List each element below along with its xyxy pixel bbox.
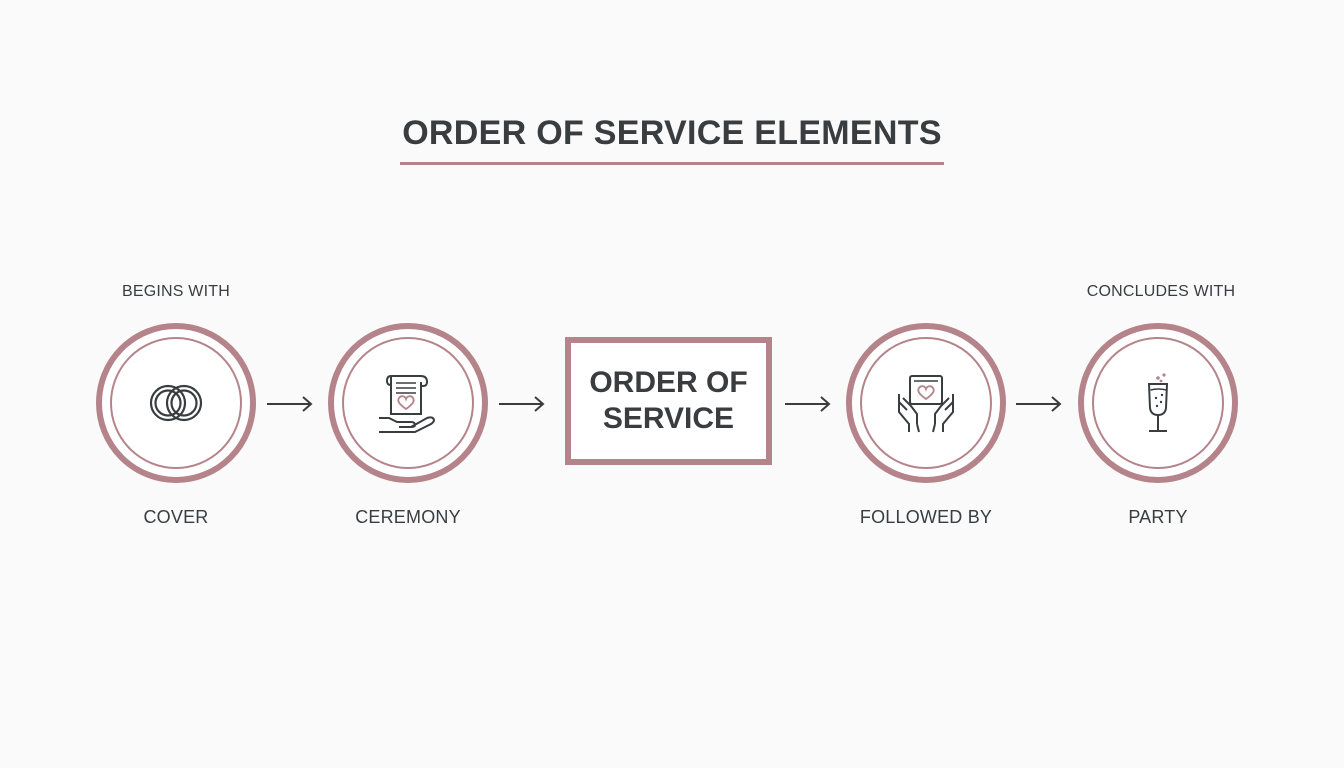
center-line-2: SERVICE [602,402,735,435]
party-node [1078,323,1238,483]
ceremony-label: CEREMONY [355,507,461,527]
cover-node [96,323,256,483]
scroll-heart-hand-icon [379,375,436,433]
wedding-rings-icon [149,384,203,422]
cover-node-inner-ring [110,337,242,469]
begins-with-label: BEGINS WITH [122,283,230,300]
arrow-right-icon [785,396,831,412]
hands-holding-card-icon [898,375,954,433]
arrow-right-icon [1016,396,1062,412]
champagne-glass-icon [1147,373,1169,432]
order-of-service-box: ORDER OF SERVICE [565,337,772,465]
arrow-right-icon [499,396,545,412]
followed-by-node [846,323,1006,483]
diagram-title: ORDER OF SERVICE ELEMENTS [0,114,1344,165]
concludes-with-label: CONCLUDES WITH [1086,283,1236,300]
order-of-service-text: ORDER OF SERVICE [579,365,759,437]
diagram-title-text: ORDER OF SERVICE ELEMENTS [400,114,944,165]
party-node-inner-ring [1092,337,1224,469]
ceremony-node [328,323,488,483]
ceremony-node-inner-ring [342,337,474,469]
center-line-1: ORDER OF [589,366,748,399]
arrow-right-icon [267,396,313,412]
followed-by-label: FOLLOWED BY [859,507,993,527]
followed-by-node-inner-ring [860,337,992,469]
cover-label: COVER [143,507,209,527]
party-label: PARTY [1128,507,1188,527]
